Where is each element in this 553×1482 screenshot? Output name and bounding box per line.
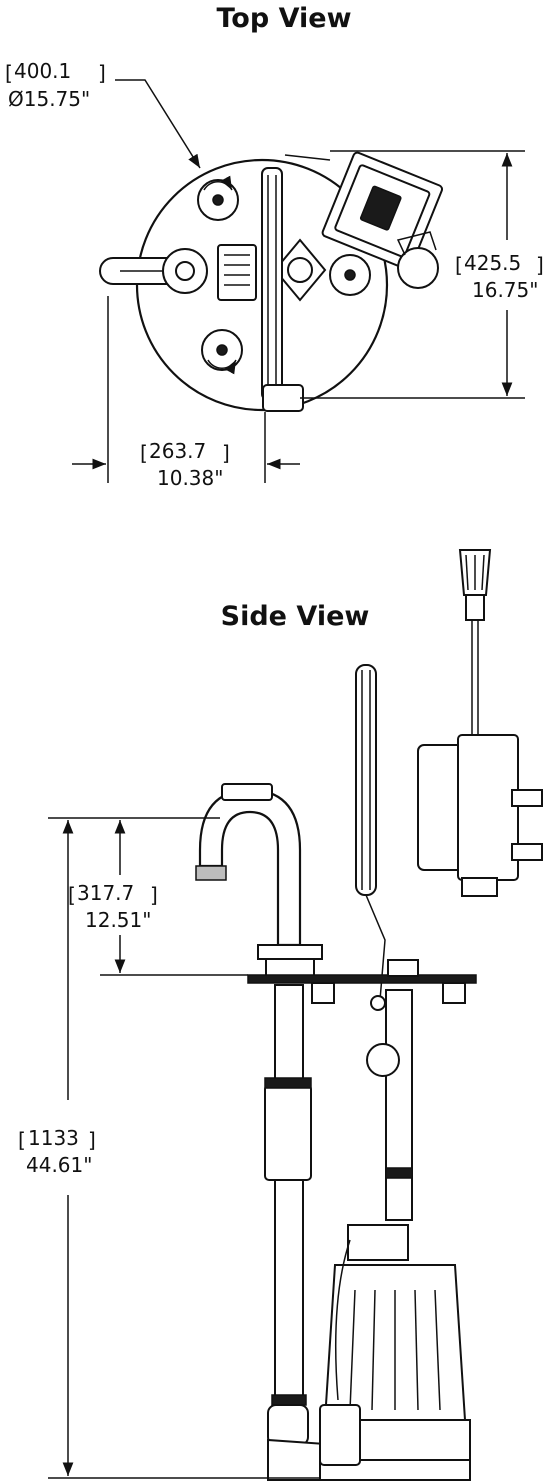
dim-side-upper-bracket-right: ] (150, 883, 158, 907)
discharge-pipe-top (99, 248, 208, 294)
power-cord-bundle (261, 167, 283, 401)
dim-side-upper: [ 317.7 ] 12.51" (48, 817, 248, 976)
dim-top-height-metric: 425.5 (464, 251, 521, 275)
dim-diameter-metric-bracket-right: ] (98, 61, 106, 85)
dim-side-total: [ 1133 ] 44.61" (18, 820, 320, 1479)
vent-pipe-side (366, 989, 413, 1221)
dim-side-upper-bracket-left: [ (68, 883, 76, 907)
control-box-top (321, 151, 444, 271)
fitting-lower (201, 329, 243, 375)
dim-side-total-bracket-left: [ (18, 1128, 26, 1152)
dim-side-total-bracket-right: ] (88, 1128, 96, 1152)
dim-top-width-imperial: 10.38" (157, 466, 223, 490)
power-cord-side (355, 664, 386, 1011)
control-box-side (417, 734, 543, 897)
dim-side-upper-metric: 317.7 (77, 881, 134, 905)
alarm-float-side (458, 549, 492, 745)
dim-side-upper-imperial: 12.51" (85, 908, 151, 932)
fitting-upper (197, 175, 239, 221)
dim-top-width: [ 263.7 ] 10.38" (72, 296, 300, 490)
dim-top-width-bracket-right: ] (222, 441, 230, 465)
discharge-gooseneck (195, 783, 323, 978)
alarm-top (397, 247, 439, 289)
pump-body (319, 1224, 471, 1481)
dim-top-width-bracket-left: [ (140, 441, 148, 465)
dim-top-width-metric: 263.7 (149, 439, 206, 463)
basin-cover-plate (247, 974, 477, 984)
dim-top-height: [ 425.5 ] 16.75" (300, 150, 544, 399)
top-view-title: Top View (216, 3, 351, 34)
dim-side-total-metric: 1133 (28, 1126, 79, 1150)
dim-diameter-imperial: Ø15.75" (8, 87, 90, 111)
dim-side-total-imperial: 44.61" (26, 1153, 92, 1177)
side-view-title: Side View (221, 601, 370, 632)
side-view-drawing (195, 549, 543, 1481)
dim-top-height-bracket-right: ] (536, 253, 544, 277)
dim-diameter: [ 400.1 ] Ø15.75" (5, 59, 201, 169)
dim-diameter-metric: 400.1 (14, 59, 71, 83)
dim-top-height-imperial: 16.75" (472, 278, 538, 302)
dim-diameter-metric-bracket-left: [ (5, 61, 13, 85)
dim-top-height-bracket-left: [ (455, 253, 463, 277)
label-plate (217, 244, 257, 301)
fitting-right (329, 254, 371, 296)
top-view-drawing (99, 151, 444, 412)
